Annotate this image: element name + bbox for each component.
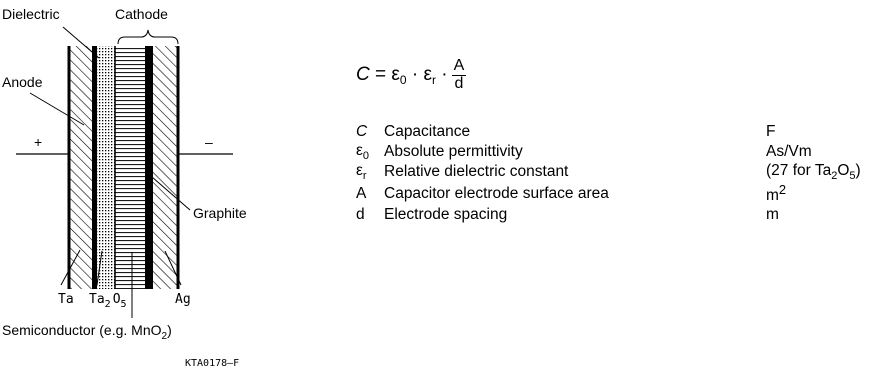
formula-equals: = xyxy=(375,64,387,86)
formula-numerator: A xyxy=(451,57,467,76)
legend-unit: F xyxy=(766,123,776,140)
formula-lhs: C xyxy=(356,64,370,86)
legend-description: Capacitor electrode surface area xyxy=(384,184,609,202)
legend-description: Capacitance xyxy=(384,123,471,140)
silver-layer xyxy=(153,46,178,289)
ag-leader xyxy=(164,250,182,286)
formula-dot-1: · xyxy=(411,64,419,86)
legend-row-absolute-permittivity: ε0 Absolute permittivity As/Vm xyxy=(354,142,867,162)
formula-fraction: A d xyxy=(451,57,467,93)
legend-description: Electrode spacing xyxy=(384,206,508,224)
ta-leader xyxy=(60,249,81,286)
legend-row-electrode-spacing: d Electrode spacing m xyxy=(354,205,867,225)
legend-row-electrode-area: A Capacitor electrode surface area m2 xyxy=(354,182,867,205)
legend-unit: m2 xyxy=(766,182,787,205)
legend-symbol: C xyxy=(356,123,368,140)
label-anode: Anode xyxy=(2,74,43,90)
capacitance-formula: C = ε0 · εr · A d xyxy=(356,57,467,93)
label-dielectric: Dielectric xyxy=(2,6,60,22)
figure-code: KTA0178–F xyxy=(185,358,239,369)
legend-symbol: εr xyxy=(356,162,367,183)
label-semiconductor: Semiconductor (e.g. MnO2) xyxy=(2,322,172,342)
legend-description: Absolute permittivity xyxy=(384,143,523,161)
ta2o5-leader xyxy=(96,250,103,286)
symbol-legend: C Capacitance F ε0 Absolute permittivity… xyxy=(354,122,867,225)
graphite-layer xyxy=(145,46,153,289)
legend-row-relative-dielectric-constant: εr Relative dielectric constant (27 for … xyxy=(354,162,867,182)
tantalum-layer xyxy=(69,46,92,289)
legend-symbol: A xyxy=(356,184,367,202)
plus-sign: + xyxy=(34,134,42,150)
label-ta: Ta xyxy=(58,292,74,307)
label-cathode: Cathode xyxy=(115,6,168,22)
legend-symbol: ε0 xyxy=(356,142,370,163)
legend-unit: As/Vm xyxy=(766,143,812,161)
formula-eps0: ε0 xyxy=(391,63,407,87)
legend-description: Relative dielectric constant xyxy=(384,163,569,181)
legend-unit: (27 for Ta2O5) xyxy=(766,162,861,183)
label-graphite: Graphite xyxy=(193,205,247,221)
legend-row-capacitance: C Capacitance F xyxy=(354,122,867,142)
formula-dot-2: · xyxy=(441,64,448,86)
legend-unit: m xyxy=(766,206,779,224)
capacitor-layers xyxy=(67,46,180,289)
dielectric-dotted-layer xyxy=(97,46,115,289)
minus-sign: – xyxy=(205,134,213,150)
dielectric-dark-layer xyxy=(92,46,97,289)
legend-symbol: d xyxy=(356,206,365,224)
formula-denominator: d xyxy=(454,74,464,92)
formula-epsr: εr xyxy=(423,63,436,87)
cathode-brace xyxy=(117,29,179,45)
semiconductor-layer xyxy=(115,46,145,289)
label-ag: Ag xyxy=(175,292,191,307)
graphite-leader xyxy=(151,176,191,211)
